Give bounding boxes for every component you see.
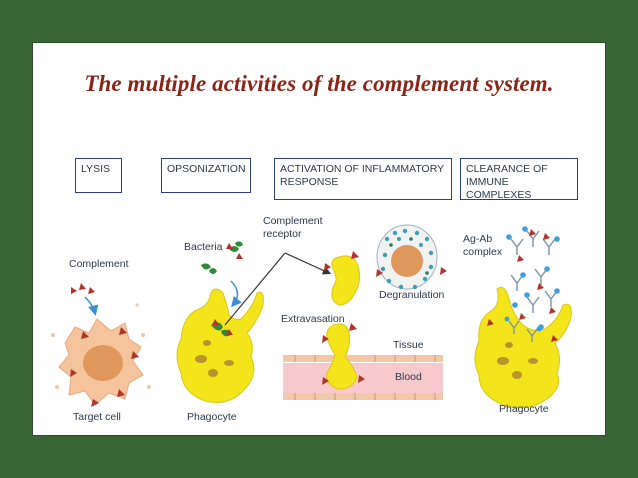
complement-receptor-cell <box>324 251 361 306</box>
blood-label: Blood <box>395 371 422 383</box>
antigens <box>506 226 560 330</box>
opsonization-arrow <box>230 280 242 308</box>
bacteria <box>201 241 243 274</box>
clearance-box-label: CLEARANCE OF IMMUNE COMPLEXES <box>466 163 548 201</box>
extravasation-label: Extravasation <box>281 313 345 325</box>
phagocyte-label-clearance: Phagocyte <box>499 403 549 415</box>
opsonization-box-label: OPSONIZATION <box>167 163 246 175</box>
slide: The multiple activities of the complemen… <box>33 43 605 435</box>
ag-ab-complex-label: Ag-Ab complex <box>463 233 503 258</box>
inflammatory-response-box: ACTIVATION OF INFLAMMATORY RESPONSE <box>274 158 452 200</box>
slide-title: The multiple activities of the complemen… <box>84 71 554 96</box>
phagocyte-label-opsonization: Phagocyte <box>187 411 237 423</box>
clearance-complement-markers <box>517 229 556 320</box>
complement-receptor-label: Complement receptor <box>263 215 323 240</box>
ag-ab-complexes <box>510 230 558 313</box>
complement-markers <box>71 283 95 294</box>
target-cell-label: Target cell <box>73 411 121 423</box>
extravasating-cell <box>322 323 365 390</box>
lysis-arrow <box>84 296 99 316</box>
complement-illustration <box>51 224 572 409</box>
target-cell <box>51 303 151 407</box>
phagocyte-opsonization <box>176 288 264 403</box>
receptor-line-2 <box>284 252 332 275</box>
degranulation-label: Degranulation <box>379 289 445 301</box>
tissue-label: Tissue <box>393 339 424 351</box>
mast-cell <box>376 224 447 290</box>
inflammatory-response-box-label: ACTIVATION OF INFLAMMATORY RESPONSE <box>280 163 444 188</box>
bacteria-label: Bacteria <box>184 241 223 253</box>
phagocyte-clearance <box>474 286 572 409</box>
clearance-box: CLEARANCE OF IMMUNE COMPLEXES <box>460 158 578 201</box>
receptor-line-1 <box>224 252 286 326</box>
complement-label: Complement <box>69 258 129 270</box>
lysis-box: LYSIS <box>75 158 122 193</box>
opsonization-box: OPSONIZATION <box>161 158 251 193</box>
lysis-box-label: LYSIS <box>81 163 110 175</box>
